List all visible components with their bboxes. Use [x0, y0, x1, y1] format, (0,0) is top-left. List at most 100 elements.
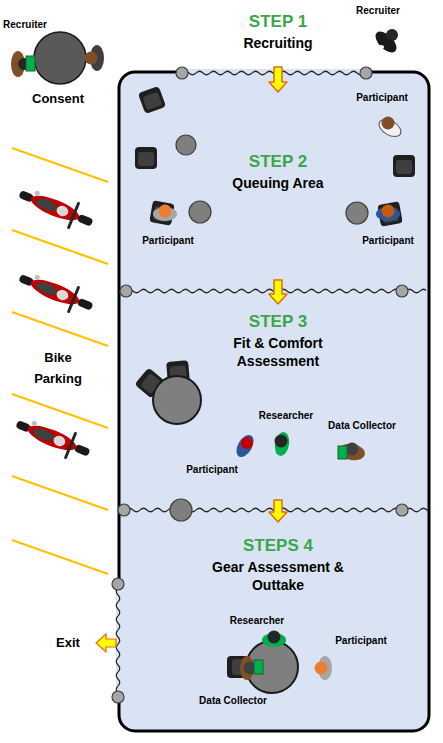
consent-table [26, 56, 35, 71]
participant-figure [233, 432, 257, 460]
researcher-figure [273, 431, 291, 457]
motorcycle [35, 280, 59, 298]
participant-figure [382, 205, 395, 218]
researcher-figure [275, 435, 288, 448]
area-label: Exit [56, 635, 80, 651]
step-number: STEP 3 [213, 312, 343, 332]
rope-post [112, 67, 408, 703]
step-area: STEP 2Queuing Area [128, 92, 428, 280]
data-collector-figure [338, 446, 347, 459]
chair [142, 92, 162, 111]
role-label: Researcher [259, 410, 313, 422]
chair [393, 155, 415, 177]
participant-figure [159, 205, 172, 218]
chair [135, 147, 157, 169]
recruiter-figure [386, 29, 398, 41]
gear-table [246, 641, 298, 693]
recruiter-figure [372, 28, 400, 56]
side-table [176, 135, 196, 155]
rope-post [360, 67, 372, 79]
consent-table [34, 32, 86, 84]
step-area: STEP 3Fit & Comfort Assessment [128, 304, 428, 500]
step-number: STEP 1 [218, 12, 338, 32]
motorcycle [55, 288, 70, 302]
motorcycle [55, 204, 70, 218]
researcher-figure [273, 431, 291, 457]
parking-lines [12, 540, 108, 574]
researcher-figure [268, 631, 281, 644]
parking-lines [12, 148, 108, 574]
side-table [189, 201, 211, 223]
step-heading: STEP 1 Recruiting [218, 10, 338, 67]
side-table [346, 202, 368, 224]
flow-arrow [269, 500, 287, 522]
step-number: STEPS 4 [203, 536, 353, 556]
motorcycle [69, 287, 79, 311]
motorcycle [34, 190, 41, 197]
motorcycle [31, 420, 38, 427]
role-label: Recruiter [3, 19, 47, 31]
role-label: Participant [356, 92, 408, 104]
step-title: Recruiting [218, 35, 338, 53]
participant-figure [315, 656, 333, 680]
text-block: STEP 2Queuing Area [178, 152, 378, 193]
role-label: Participant [362, 235, 414, 247]
motorcycle [34, 274, 41, 281]
rope-post [112, 691, 124, 703]
role-label: Data Collector [328, 420, 396, 432]
rope-post [176, 67, 188, 79]
rope-post [396, 504, 408, 516]
motorcycle [15, 266, 97, 319]
data-collector-figure [338, 442, 366, 462]
area-label: Bike Parking [26, 347, 90, 390]
area-label: Consent [32, 91, 84, 107]
parking-lines [12, 230, 108, 264]
motorcycle [25, 421, 79, 455]
role-label: Data Collector [199, 695, 267, 707]
chair [135, 147, 157, 169]
motorcycle [28, 191, 82, 225]
flow-arrow [269, 67, 287, 92]
consent-table [85, 52, 98, 65]
researcher-figure [262, 631, 286, 648]
role-label: Researcher [230, 615, 284, 627]
participant-figure [153, 205, 177, 222]
participant-figure [382, 117, 395, 130]
motorcycle [77, 214, 94, 227]
chair [393, 155, 415, 177]
motorcycle [35, 196, 59, 214]
motorcycle [12, 412, 94, 465]
role-label: Participant [335, 635, 387, 647]
parking-lines [12, 312, 108, 346]
participant-figure [376, 116, 404, 140]
exit-arrow [96, 634, 116, 652]
participant-figure [241, 437, 253, 449]
chair [138, 86, 166, 114]
parking-lines [12, 476, 108, 510]
participant-figure [376, 205, 400, 222]
text-block: STEP 3Fit & Comfort Assessment [213, 312, 343, 370]
participant-figure [233, 432, 257, 460]
rope-post [170, 499, 192, 521]
parking-lines [12, 148, 108, 182]
consent-table [11, 32, 104, 84]
rope-post [396, 285, 408, 297]
study-area [119, 72, 429, 731]
data-collector-figure [240, 656, 263, 680]
role-label: Participant [186, 464, 238, 476]
motorcycle [15, 182, 97, 235]
flow-arrow [269, 280, 287, 304]
data-collector-figure [338, 442, 366, 462]
motorcycle [52, 434, 67, 448]
step-title: Gear Assessment & Outtake [203, 559, 353, 594]
motorcycle [74, 444, 91, 457]
rope-post [118, 504, 130, 516]
recruiter-figure [372, 28, 400, 56]
chair [138, 152, 154, 166]
participant-figure [376, 116, 404, 140]
participant-figure [315, 662, 328, 675]
chair [138, 86, 166, 114]
chair [149, 200, 174, 225]
